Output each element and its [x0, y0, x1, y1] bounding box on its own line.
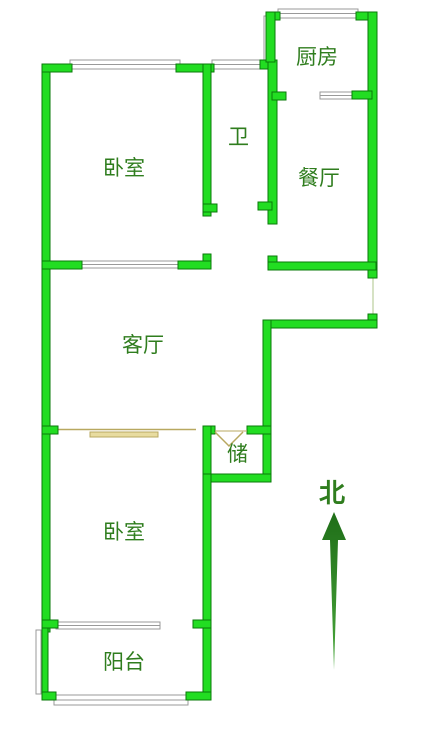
wall-balcony-south-west — [41, 691, 57, 701]
wall-dining-south — [267, 261, 377, 271]
walls — [41, 11, 378, 701]
compass: 北 — [319, 479, 346, 670]
room-balcony: 阳台 — [103, 650, 145, 674]
room-bedroom-south: 卧室 — [103, 520, 145, 544]
wall-kitchen-dining-west — [271, 91, 287, 101]
wall-living-east — [262, 319, 272, 481]
room-labels: 卧室 卫 厨房 餐厅 客厅 储 卧室 阳台 — [103, 45, 340, 674]
storage-door-icon — [214, 430, 247, 448]
window-bathroom — [211, 59, 265, 70]
wall-balcony-west — [41, 627, 49, 701]
sliding-door-living — [58, 428, 196, 438]
wall-bed-bath — [202, 63, 212, 217]
wall-storage-top-right — [246, 425, 272, 435]
room-bedroom-north: 卧室 — [103, 156, 145, 180]
north-arrow-icon — [322, 512, 346, 670]
wall-kitchen-dining-east — [351, 90, 373, 100]
wall-bedroom-south-east — [202, 473, 212, 697]
room-storage: 储 — [227, 442, 248, 466]
wall-balcony-north-west — [41, 619, 59, 629]
wall-west — [41, 63, 51, 633]
wall-kitchen-west — [265, 11, 276, 63]
wall-storage-south — [202, 473, 272, 483]
wall-balcony-north-east — [192, 619, 212, 629]
window-kitchen — [277, 8, 359, 19]
wall-bedroom-north-south-2 — [177, 260, 212, 270]
wall-balcony-south-east — [185, 691, 212, 701]
room-bathroom: 卫 — [228, 125, 249, 149]
wall-living-bedroom-west — [41, 425, 59, 435]
room-living: 客厅 — [122, 333, 164, 357]
wall-living-step-north — [262, 319, 378, 329]
wall-bath-dining-stub — [257, 201, 273, 211]
north-label: 北 — [319, 479, 345, 509]
wall-bedroom-north-south — [41, 260, 83, 270]
wall-north-bedroom-2 — [175, 63, 215, 73]
window-bedroom-north — [69, 59, 181, 70]
window-bedroom-north-bottom — [79, 260, 181, 269]
room-dining: 餐厅 — [298, 166, 340, 190]
window-kitchen-dining — [319, 91, 355, 100]
window-balcony-bottom — [53, 694, 189, 706]
wall-bed-bath-stub — [202, 203, 218, 213]
window-bedroom-south-bottom — [55, 621, 161, 630]
wall-north-bedroom — [41, 63, 73, 73]
wall-bath-dining — [267, 59, 278, 225]
wall-east-upper — [367, 11, 378, 279]
room-kitchen: 厨房 — [296, 45, 338, 69]
